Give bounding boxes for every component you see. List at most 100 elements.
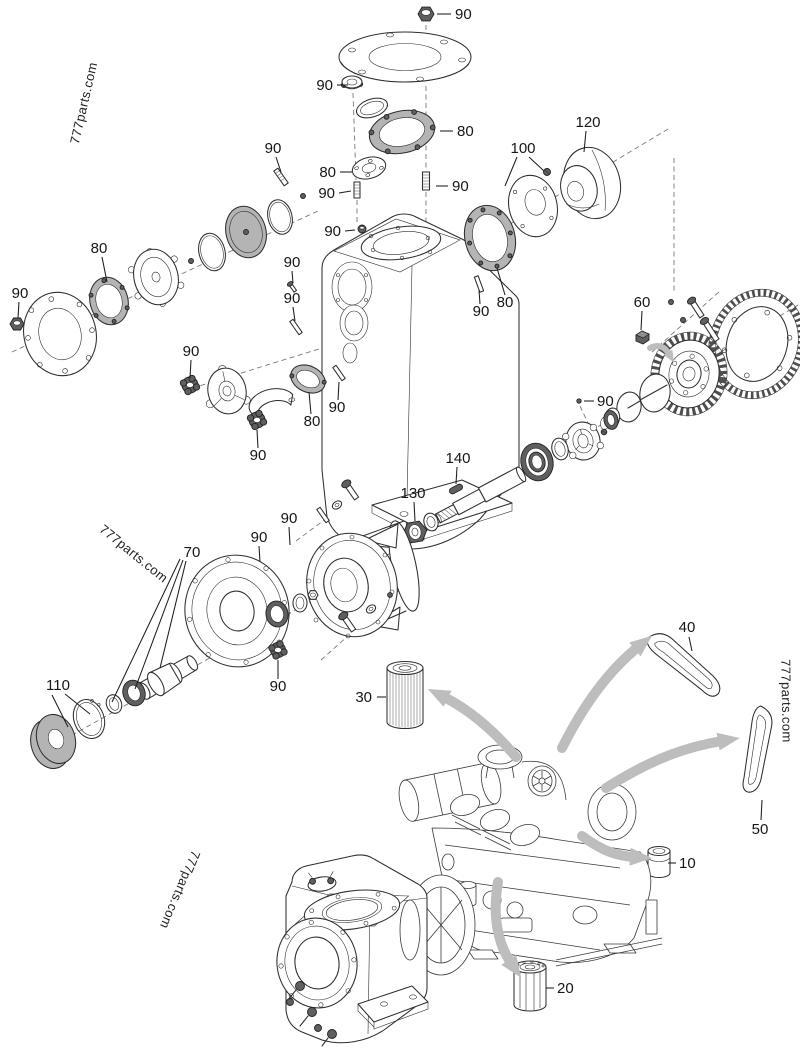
v-belt-a [646,633,721,697]
callout-wear-plate: 100 [510,140,535,157]
callout-mechanical-seal: 70 [184,544,201,561]
shaft-washer [423,512,439,532]
callout-seal-housing-nut: 90 [270,678,287,695]
bearing-frame [306,479,420,639]
gear-key [635,330,650,345]
oval-gasket [198,232,226,272]
callout-screw-left: 90 [284,254,301,271]
ball-bearing-outer [551,437,569,461]
stud-mid [332,364,346,382]
set-screw [576,398,582,404]
callout-casing-plug: 90 [324,223,341,240]
engine-cylinders [450,794,540,851]
flange-nut-a [179,374,201,396]
callout-stud-mid: 90 [329,399,346,416]
callout-top-cap-nut: 90 [455,6,472,23]
lip-seal [265,600,289,628]
air-filter [386,660,424,730]
frame-bolt [338,611,357,633]
breather [647,845,671,878]
callout-v-belt-a: 40 [679,619,696,636]
suction-flange [23,291,97,377]
stud-top [421,171,431,191]
stud-left [289,318,303,336]
callout-flange-nut-a: 90 [183,343,200,360]
arrow-to-belt-a [557,635,653,753]
top-cover-group [338,6,472,199]
frame-bolt [341,479,360,501]
wear-plate [508,174,558,238]
callout-stud-upper-left: 90 [265,140,282,157]
drain-cover [205,365,251,415]
bearing-cover [562,421,604,461]
engine-fan [527,765,557,797]
callout-set-screw: 90 [597,393,614,410]
callout-v-belt-b: 50 [752,821,769,838]
valve-plate [225,205,267,259]
seal-o-ring [105,694,123,714]
oil-filter [513,960,547,1012]
small-screw [188,258,194,264]
callout-leaders [17,13,763,989]
mechanical-seal-group [30,655,199,770]
stud-right [473,275,485,293]
callout-air-filter: 30 [355,689,372,706]
assembled-pump-unit [276,854,476,1047]
filler-cap [340,75,364,90]
top-flange-plate [338,31,472,83]
arrow-to-oil-filter [490,877,522,978]
elbow-parts-group [179,275,485,431]
callout-shaft-key: 140 [445,450,470,467]
impeller-group [463,146,622,272]
discharge-flange [351,156,387,180]
oval-cover-plate [356,97,388,119]
seal-disc [30,713,77,770]
seal-ring [292,593,308,613]
impeller [560,146,622,220]
flange-nut-b [246,409,268,431]
pump-front-flange [276,917,358,1009]
clamp-ring [289,364,327,394]
gear-bolt [699,316,720,343]
callout-labels: 90 90 80 80 90 120 100 90 80 90 90 90 90… [12,6,769,997]
seal-rotary-face [122,679,146,707]
check-valve-cover [128,248,185,307]
coupling-hub [600,373,671,430]
shaft-nut [402,520,428,544]
casing-gasket [463,204,517,272]
frame-washer [331,500,343,510]
key-pointer-arrow [647,343,675,363]
callout-oil-filter: 20 [557,980,574,997]
flange-nut-left [9,317,25,331]
left-flange-train [9,167,306,377]
callout-washer: 90 [251,529,268,546]
pump-clamp-bolts [286,981,337,1047]
gear-train-group [600,288,800,430]
seal-housing-nut [268,640,288,660]
spacer-ring [603,410,619,430]
callout-clamp-ring: 80 [304,413,321,430]
hex-fitting [307,590,319,600]
top-cover-gasket [368,109,436,155]
engine [398,744,663,967]
cap-nut [417,6,435,22]
pump-shaft [434,466,527,524]
callout-flange-nut-left: 90 [12,285,29,302]
gear-bolt [686,296,705,319]
callout-top-cover-gasket: 80 [457,123,474,140]
seal-housing-group [184,554,319,668]
callout-shaft-nut: 130 [400,485,425,502]
callout-stud-right: 90 [473,303,490,320]
shaft-key [449,483,463,495]
pump-priming-port [307,871,337,892]
arrow-to-breather [577,831,652,866]
callout-stud-casing-top: 90 [318,185,335,202]
stud-upper-left [273,167,289,187]
snap-ring [72,696,106,740]
small-screw [600,428,608,436]
shaft-group [402,398,619,544]
callout-gear-key: 60 [634,294,651,311]
callout-stud-left: 90 [284,290,301,307]
